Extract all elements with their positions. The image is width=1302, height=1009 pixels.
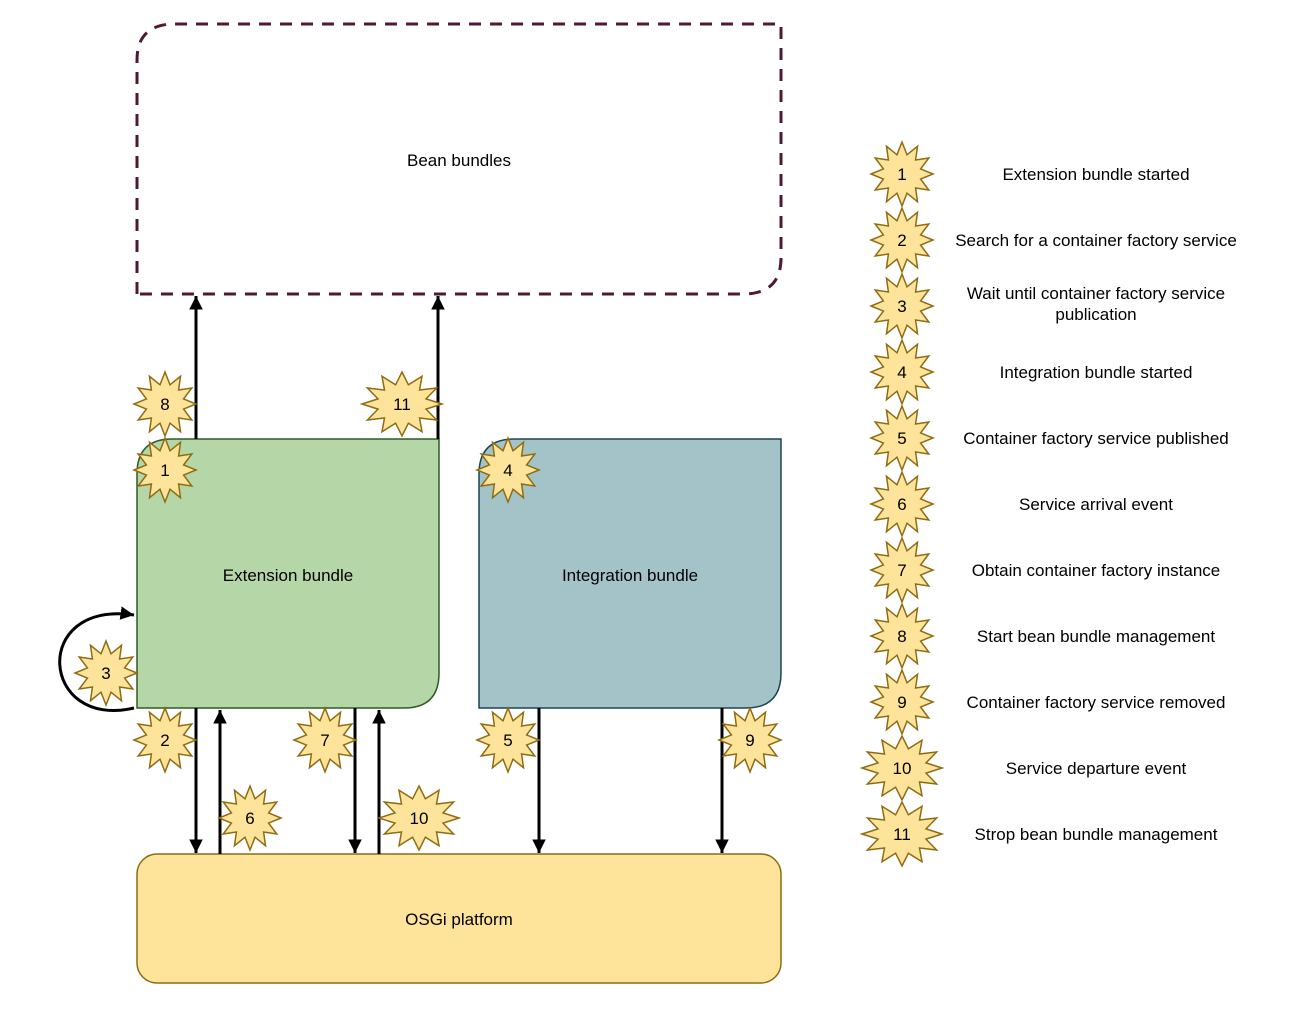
- step-marker-3: 3: [73, 638, 139, 708]
- legend-item: 9 Container factory service removed: [869, 667, 1226, 737]
- star-number: 9: [897, 693, 906, 712]
- star-number: 10: [410, 809, 429, 828]
- legend-marker-10: 10: [859, 734, 945, 802]
- star-number: 10: [893, 759, 912, 778]
- star-number: 4: [897, 363, 906, 382]
- legend-item: 6 Service arrival event: [869, 469, 1173, 539]
- legend-item: 1 Extension bundle started: [869, 139, 1190, 209]
- star-number: 11: [393, 395, 411, 414]
- legend-marker-8: 8: [869, 601, 935, 671]
- legend-text: Container factory service published: [963, 429, 1229, 448]
- legend-text: Wait until container factory service: [967, 284, 1225, 303]
- osgi-platform-node[interactable]: OSGi platform: [136, 853, 782, 984]
- legend-text: Container factory service removed: [967, 693, 1226, 712]
- star-number: 3: [897, 297, 906, 316]
- legend-marker-5: 5: [869, 403, 935, 473]
- osgi-platform-label: OSGi platform: [405, 910, 513, 929]
- star-badge-icon: [132, 435, 198, 505]
- legend-marker-4: 4: [869, 337, 935, 407]
- step-marker-1: 1: [132, 435, 198, 505]
- star-number: 6: [897, 495, 906, 514]
- legend-marker-3: 3: [869, 271, 935, 341]
- star-badge-icon: [475, 435, 541, 505]
- star-number: 5: [897, 429, 906, 448]
- star-number: 11: [893, 825, 911, 844]
- step-marker-7: 7: [292, 705, 358, 775]
- legend-marker-6: 6: [869, 469, 935, 539]
- star-badge-icon: [359, 370, 445, 438]
- star-number: 8: [897, 627, 906, 646]
- star-badge-icon: [859, 734, 945, 802]
- legend-text: Search for a container factory service: [955, 231, 1237, 250]
- legend-text: Extension bundle started: [1002, 165, 1189, 184]
- step-marker-10: 10: [376, 784, 462, 852]
- star-number: 2: [160, 731, 169, 750]
- legend-marker-1: 1: [869, 139, 935, 209]
- step-marker-5: 5: [475, 705, 541, 775]
- star-number: 6: [245, 809, 254, 828]
- legend-marker-9: 9: [869, 667, 935, 737]
- star-number: 3: [101, 664, 110, 683]
- legend-marker-7: 7: [869, 535, 935, 605]
- legend-marker-2: 2: [869, 205, 935, 275]
- legend-item: 4 Integration bundle started: [869, 337, 1193, 407]
- star-number: 5: [503, 731, 512, 750]
- star-number: 4: [503, 461, 512, 480]
- star-number: 1: [160, 461, 169, 480]
- legend-marker-11: 11: [859, 800, 945, 868]
- legend-item: 3 Wait until container factory service pub…: [869, 271, 1225, 341]
- arrow-step-3-loop: [58, 606, 135, 712]
- star-badge-icon: [869, 667, 935, 737]
- star-number: 1: [897, 165, 906, 184]
- legend-text: Service arrival event: [1019, 495, 1173, 514]
- star-badge-icon: [475, 705, 541, 775]
- step-marker-4: 4: [475, 435, 541, 505]
- integration-bundle-node[interactable]: Integration bundle: [478, 438, 782, 709]
- star-badge-icon: [859, 800, 945, 868]
- bean-bundles-node[interactable]: Bean bundles: [135, 22, 783, 296]
- star-badge-icon: [717, 705, 783, 775]
- star-badge-icon: [376, 784, 462, 852]
- legend-text: Service departure event: [1006, 759, 1187, 778]
- star-badge-icon: [217, 783, 283, 853]
- step-marker-9: 9: [717, 705, 783, 775]
- step-marker-8: 8: [132, 369, 198, 439]
- legend-text: publication: [1055, 305, 1136, 324]
- legend-text: Integration bundle started: [1000, 363, 1193, 382]
- legend-item: 11 Strop bean bundle management: [859, 800, 1218, 868]
- star-number: 9: [745, 731, 754, 750]
- legend-text: Start bean bundle management: [977, 627, 1215, 646]
- extension-bundle-label: Extension bundle: [223, 566, 353, 585]
- star-badge-icon: [132, 705, 198, 775]
- legend-item: 7 Obtain container factory instance: [869, 535, 1221, 605]
- bean-bundles-label: Bean bundles: [407, 151, 511, 170]
- legend-text: Obtain container factory instance: [972, 561, 1221, 580]
- step-marker-6: 6: [217, 783, 283, 853]
- star-number: 7: [897, 561, 906, 580]
- star-badge-icon: [292, 705, 358, 775]
- star-badge-icon: [73, 638, 139, 708]
- integration-bundle-label: Integration bundle: [562, 566, 698, 585]
- legend-item: 8 Start bean bundle management: [869, 601, 1215, 671]
- star-number: 7: [320, 731, 329, 750]
- legend-text: Strop bean bundle management: [975, 825, 1218, 844]
- legend-item: 10 Service departure event: [859, 734, 1187, 802]
- legend-item: 2 Search for a container factory service: [869, 205, 1237, 275]
- legend-item: 5 Container factory service published: [869, 403, 1229, 473]
- star-badge-icon: [132, 369, 198, 439]
- step-marker-11: 11: [359, 370, 445, 438]
- step-marker-2: 2: [132, 705, 198, 775]
- star-number: 8: [160, 395, 169, 414]
- star-number: 2: [897, 231, 906, 250]
